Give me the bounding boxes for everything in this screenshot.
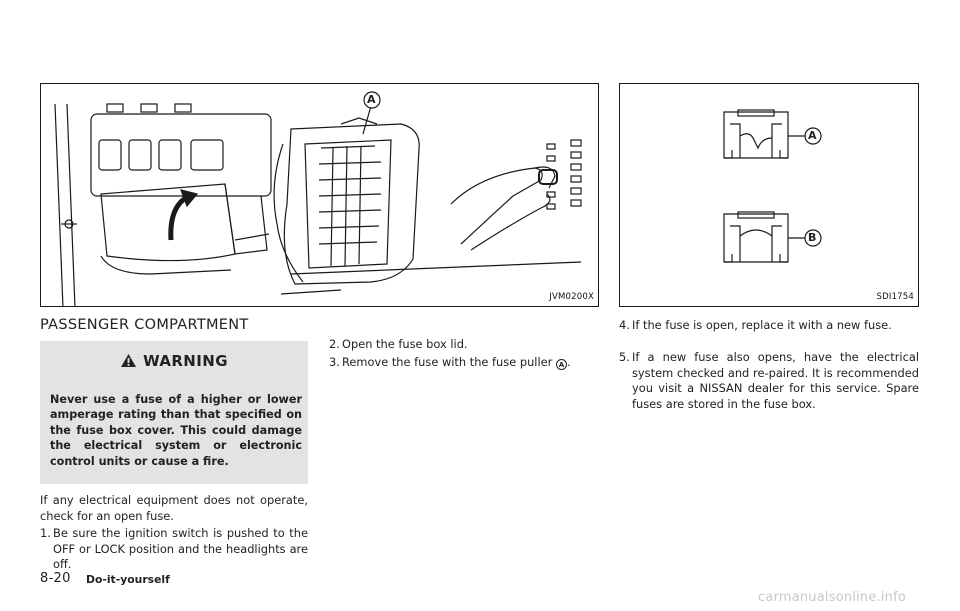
figure-code-main: JVM0200X (549, 292, 594, 302)
fuse-box-drawing (54, 91, 582, 306)
page-number: 8-20 (40, 571, 71, 586)
step-number: 1. (40, 526, 51, 540)
footer-section-title: Do-it-yourself (86, 573, 170, 586)
step-text: Remove the fuse with the fuse puller A. (342, 355, 571, 370)
step-number: 4. (619, 318, 630, 332)
step-2: 2. Open the fuse box lid. (329, 337, 599, 353)
step-text: Open the fuse box lid. (342, 337, 468, 351)
step-number: 5. (619, 350, 630, 364)
step-text: If a new fuse also opens, have the elect… (632, 350, 919, 411)
section-heading: PASSENGER COMPARTMENT (40, 317, 249, 333)
fuse-condition-illustration: A B SDI1754 (619, 83, 919, 307)
watermark-text: carmanualsonline.info (758, 590, 907, 605)
warning-title: WARNING (143, 352, 228, 370)
intro-paragraph: If any electrical equipment does not ope… (40, 493, 308, 523)
callout-a-inline: A (555, 359, 567, 370)
fuse-drawing (723, 109, 822, 263)
step-number: 2. (329, 337, 340, 351)
callout-a-fuse: A (808, 129, 817, 142)
step-1: 1. Be sure the ignition switch is pushed… (40, 526, 308, 573)
warning-text: Never use a fuse of a higher or lower am… (50, 393, 302, 468)
warning-triangle-icon (120, 353, 137, 372)
step-3: 3. Remove the fuse with the fuse puller … (329, 355, 599, 371)
step-text: If the fuse is open, replace it with a n… (632, 318, 892, 332)
step-text: Be sure the ignition switch is pushed to… (53, 526, 308, 572)
fuse-box-location-illustration: A JVM0200X (40, 83, 599, 307)
warning-box: WARNING Never use a fuse of a higher or … (40, 341, 308, 484)
step-4: 4. If the fuse is open, replace it with … (619, 318, 919, 334)
callout-a-main: A (367, 93, 376, 106)
warning-title-row: WARNING (40, 352, 308, 372)
step-5: 5. If a new fuse also opens, have the el… (619, 350, 919, 412)
callout-b-fuse: B (808, 231, 817, 244)
step-number: 3. (329, 355, 340, 369)
figure-code-fuse: SDI1754 (876, 292, 914, 302)
